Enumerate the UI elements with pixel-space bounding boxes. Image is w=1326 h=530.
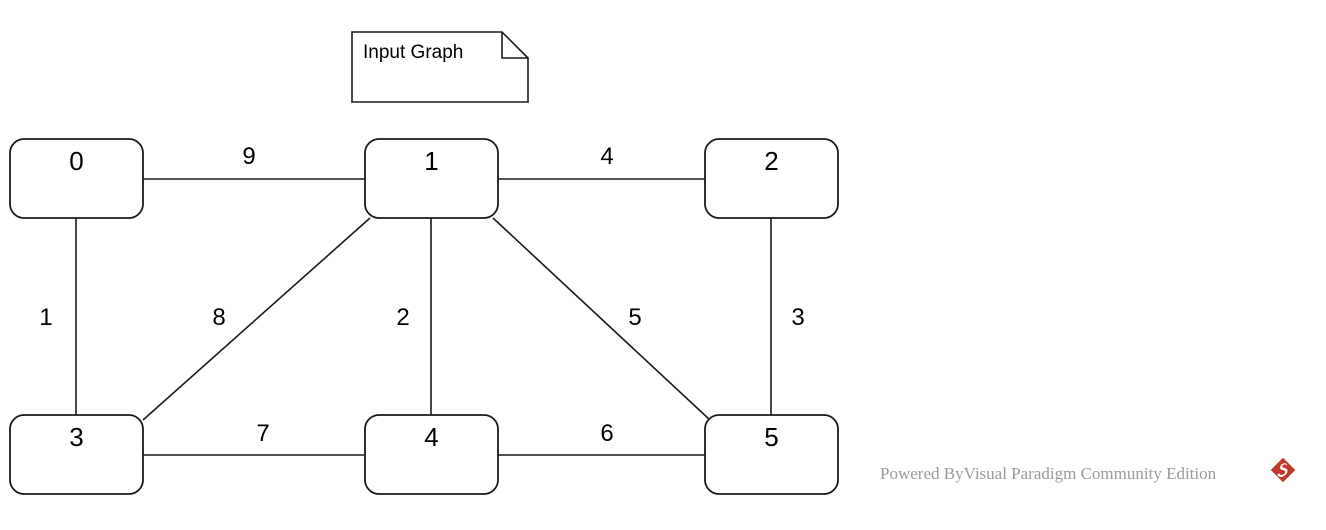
graph-node-2[interactable]	[704, 138, 839, 219]
edge-weight-4-5: 6	[600, 420, 614, 447]
edge-weight-3-1: 8	[212, 304, 226, 331]
graph-node-1[interactable]	[364, 138, 499, 219]
graph-node-3[interactable]	[9, 414, 144, 495]
edge-weight-0-1: 9	[242, 143, 256, 170]
node-label-1: 1	[424, 146, 439, 176]
node-label-5: 5	[764, 422, 779, 452]
edge-weight-1-4: 2	[396, 304, 410, 331]
note-fold-corner-icon	[501, 32, 528, 59]
note-shape-layer	[351, 31, 529, 103]
graph-node-5[interactable]	[704, 414, 839, 495]
edge-3-1[interactable]	[142, 217, 371, 421]
edge-weight-1-2: 4	[600, 143, 614, 170]
watermark-text: Powered ByVisual Paradigm Community Edit…	[880, 464, 1217, 483]
edge-weight-3-4: 7	[256, 420, 270, 447]
edge-weight-0-3: 1	[39, 304, 53, 331]
graph-node-0[interactable]	[9, 138, 144, 219]
node-label-2: 2	[764, 146, 779, 176]
node-label-0: 0	[69, 146, 84, 176]
edges-layer	[75, 178, 772, 456]
note-shape[interactable]	[351, 31, 529, 103]
visual-paradigm-logo-icon	[1270, 457, 1296, 483]
edge-weight-1-5: 5	[628, 304, 642, 331]
edge-1-5[interactable]	[492, 217, 711, 421]
node-label-4: 4	[424, 422, 439, 452]
note-title-label: Input Graph	[363, 42, 464, 63]
nodes-layer	[9, 138, 839, 495]
edge-weight-2-5: 3	[791, 304, 805, 331]
node-label-3: 3	[69, 422, 84, 452]
graph-node-4[interactable]	[364, 414, 499, 495]
